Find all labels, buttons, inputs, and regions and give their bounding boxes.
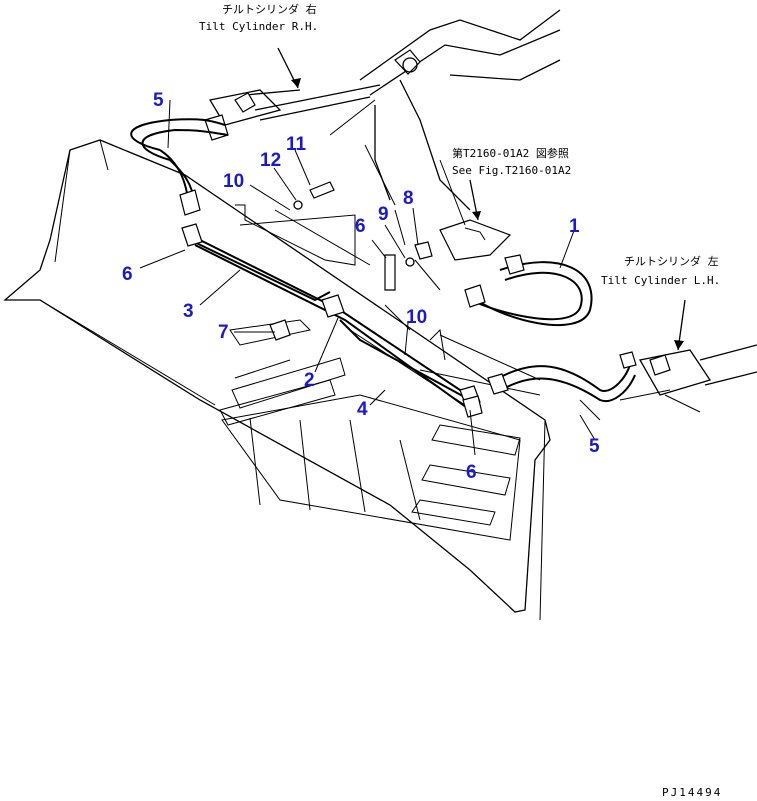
callout-11: 11: [286, 134, 307, 155]
figure-code: PJ14494: [662, 786, 722, 799]
push-frame: [329, 9, 561, 291]
callout-6-middle: 6: [355, 216, 366, 237]
callout-numbers: 5 11 12 10 9 8 1 6 6 3 7 10 2 4 6 5: [122, 90, 600, 483]
leader-lines: [139, 47, 686, 456]
callout-6-right: 6: [466, 462, 477, 483]
callout-3: 3: [183, 301, 194, 322]
hoses: [130, 118, 636, 403]
ref-label-en: See Fig.T2160-01A2: [452, 164, 571, 177]
tilt-cylinder-rh: [204, 84, 381, 141]
callout-4: 4: [357, 399, 368, 420]
callout-5-upper: 5: [153, 90, 164, 111]
callout-1: 1: [569, 216, 580, 237]
callout-2: 2: [304, 370, 315, 391]
lh-label-en: Tilt Cylinder L.H.: [601, 274, 720, 287]
callout-10-lower: 10: [406, 307, 427, 328]
dozer-blade: [3, 139, 551, 621]
lh-label-jp: チルトシリンダ 左: [624, 254, 719, 268]
tilt-cylinder-lh: [579, 344, 757, 421]
rh-label-en: Tilt Cylinder R.H.: [199, 20, 318, 33]
ref-label-jp: 第T2160-01A2 図参照: [452, 146, 569, 160]
callout-7: 7: [218, 322, 229, 343]
callout-12: 12: [260, 150, 281, 171]
text-labels: チルトシリンダ 右 Tilt Cylinder R.H. 第T2160-01A2…: [199, 2, 722, 799]
callout-5-lower: 5: [589, 436, 600, 457]
fittings: [179, 189, 637, 418]
callout-8: 8: [403, 188, 414, 209]
callout-9: 9: [378, 204, 389, 225]
small-parts: [269, 181, 433, 341]
callout-10-upper: 10: [223, 171, 244, 192]
reference-block: [439, 219, 512, 261]
callout-6-left: 6: [122, 264, 133, 285]
rh-label-jp: チルトシリンダ 右: [222, 2, 317, 16]
